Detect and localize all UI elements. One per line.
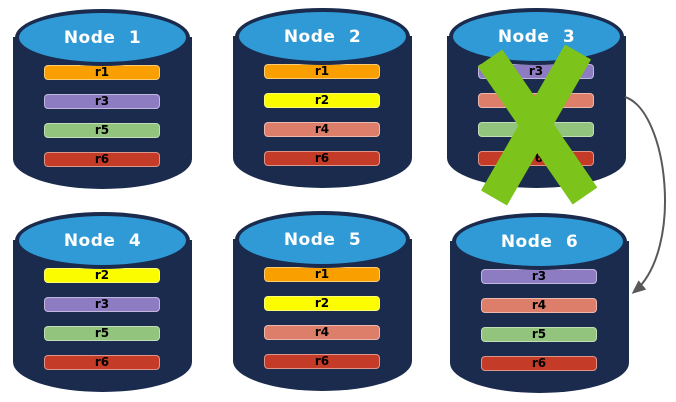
replica-bar-r3: r3 — [44, 94, 160, 109]
node-title: Node 1 — [63, 27, 142, 48]
node-4: Node 4 r2 r3 r5 r6 — [13, 212, 192, 392]
replica-label: r2 — [314, 93, 330, 107]
replica-label: r3 — [528, 64, 544, 78]
cylinder-top: Node 6 — [452, 213, 627, 270]
replica-label: r6 — [531, 356, 547, 370]
failover-arrow-icon — [624, 96, 666, 294]
replica-bar-r4: r4 — [264, 325, 380, 340]
replica-label: r6 — [314, 354, 330, 368]
replica-label: r6 — [94, 355, 110, 369]
replica-list: r1 r2 r4 r6 — [264, 64, 380, 180]
cylinder-top: Node 1 — [15, 9, 190, 66]
replica-bar-r3: r3 — [478, 64, 594, 79]
replica-bar-r3: r3 — [481, 269, 597, 284]
replica-label: r4 — [528, 93, 544, 107]
node-6: Node 6 r3 r4 r5 r6 — [450, 213, 629, 393]
node-5: Node 5 r1 r2 r4 r6 — [233, 211, 412, 391]
replica-label: r4 — [314, 122, 330, 136]
node-2: Node 2 r1 r2 r4 r6 — [233, 8, 412, 188]
replica-list: r1 r3 r5 r6 — [44, 65, 160, 181]
replica-bar-r6: r6 — [264, 151, 380, 166]
replica-bar-r5: r5 — [478, 122, 594, 137]
replica-label: r5 — [528, 122, 544, 136]
replica-bar-r2: r2 — [264, 296, 380, 311]
replica-bar-r5: r5 — [44, 326, 160, 341]
node-title: Node 5 — [283, 229, 362, 250]
replica-label: r6 — [94, 152, 110, 166]
replica-label: r4 — [314, 325, 330, 339]
cylinder-top: Node 2 — [235, 8, 410, 65]
cylinder-top: Node 3 — [449, 8, 624, 65]
replica-bar-r1: r1 — [264, 64, 380, 79]
node-title: Node 3 — [497, 26, 576, 47]
replica-list: r2 r3 r5 r6 — [44, 268, 160, 384]
replica-label: r1 — [314, 64, 330, 78]
replica-bar-r6: r6 — [264, 354, 380, 369]
replica-label: r3 — [94, 94, 110, 108]
replica-label: r5 — [94, 123, 110, 137]
replica-label: r5 — [94, 326, 110, 340]
replica-label: r2 — [314, 296, 330, 310]
replica-label: r3 — [531, 269, 547, 283]
replica-label: r2 — [94, 268, 110, 282]
node-title: Node 4 — [63, 230, 142, 251]
replica-bar-r4: r4 — [478, 93, 594, 108]
replica-label: r1 — [314, 267, 330, 281]
replica-label: r4 — [531, 298, 547, 312]
replica-bar-r2: r2 — [44, 268, 160, 283]
replica-bar-r3: r3 — [44, 297, 160, 312]
replica-list: r1 r2 r4 r6 — [264, 267, 380, 383]
replica-label: r3 — [94, 297, 110, 311]
node-3: Node 3 r3 r4 r5 r6 — [447, 8, 626, 188]
node-1: Node 1 r1 r3 r5 r6 — [13, 9, 192, 189]
replica-bar-r6: r6 — [481, 356, 597, 371]
replica-label: r1 — [94, 65, 110, 79]
replica-bar-r5: r5 — [44, 123, 160, 138]
cylinder-top: Node 4 — [15, 212, 190, 269]
replica-bar-r1: r1 — [44, 65, 160, 80]
replica-bar-r1: r1 — [264, 267, 380, 282]
replica-bar-r6: r6 — [478, 151, 594, 166]
replica-bar-r4: r4 — [481, 298, 597, 313]
replica-bar-r2: r2 — [264, 93, 380, 108]
replica-label: r6 — [314, 151, 330, 165]
replica-bar-r4: r4 — [264, 122, 380, 137]
node-title: Node 2 — [283, 26, 362, 47]
replica-bar-r6: r6 — [44, 152, 160, 167]
node-title: Node 6 — [500, 231, 579, 252]
replica-label: r6 — [528, 151, 544, 165]
replica-label: r5 — [531, 327, 547, 341]
replica-list: r3 r4 r5 r6 — [478, 64, 594, 180]
replica-bar-r5: r5 — [481, 327, 597, 342]
replica-bar-r6: r6 — [44, 355, 160, 370]
replica-list: r3 r4 r5 r6 — [481, 269, 597, 385]
cylinder-top: Node 5 — [235, 211, 410, 268]
